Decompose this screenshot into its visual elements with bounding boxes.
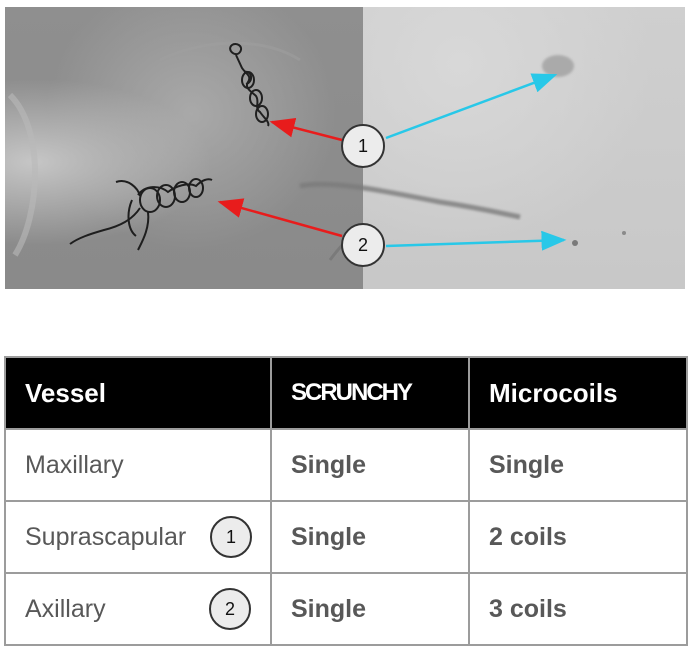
- coil-2-fluoro-spot: [572, 240, 578, 246]
- bone-edge-upper: [159, 41, 301, 62]
- header-vessel: Vessel: [4, 356, 272, 430]
- row-badge: 2: [209, 588, 251, 630]
- red-arrow-2: [217, 198, 343, 238]
- table-row: Axillary 2 Single 3 coils: [4, 572, 688, 646]
- callout-2-label: 2: [358, 235, 368, 255]
- header-scrunchy: SCRUNCHY: [270, 356, 470, 430]
- table-row: Suprascapular 1 Single 2 coils: [4, 500, 688, 574]
- vessel-name: Axillary: [25, 594, 106, 623]
- table-header-row: Vessel SCRUNCHY Microcoils: [4, 356, 688, 430]
- bone-edge-left: [7, 92, 38, 257]
- vessel-cell: Suprascapular 1: [4, 500, 272, 574]
- cyan-arrow-1: [385, 73, 558, 140]
- coil-1-fluoro-spot: [542, 55, 574, 77]
- vessel-cell: Maxillary: [4, 428, 272, 502]
- row-badge: 1: [210, 516, 252, 558]
- small-fluoro-dot: [622, 231, 626, 235]
- scrunchy-cell: Single: [270, 500, 470, 574]
- microcoils-cell: Single: [468, 428, 688, 502]
- scrunchy-cell: Single: [270, 428, 470, 502]
- figure-overlay: 1 2: [7, 41, 626, 267]
- vessel-name: Suprascapular: [25, 522, 187, 551]
- vessel-name: Maxillary: [25, 450, 124, 479]
- red-arrow-1: [269, 117, 343, 142]
- angiogram-left-panel: [5, 7, 363, 289]
- microcoils-cell: 3 coils: [468, 572, 688, 646]
- coil-2-image: [69, 178, 213, 251]
- callout-1-label: 1: [358, 136, 368, 156]
- coil-1-image: [229, 42, 270, 127]
- vessel-cell: Axillary 2: [4, 572, 272, 646]
- catheter-shadow: [299, 181, 521, 220]
- callout-1: 1: [341, 124, 385, 168]
- vessel-comparison-table: Vessel SCRUNCHY Microcoils Maxillary Sin…: [4, 356, 688, 646]
- header-microcoils: Microcoils: [468, 356, 688, 430]
- microcoils-cell: 2 coils: [468, 500, 688, 574]
- scrunchy-cell: Single: [270, 572, 470, 646]
- callout-2: 2: [341, 223, 385, 267]
- table-row: Maxillary Single Single: [4, 428, 688, 502]
- cyan-arrow-2: [385, 230, 567, 251]
